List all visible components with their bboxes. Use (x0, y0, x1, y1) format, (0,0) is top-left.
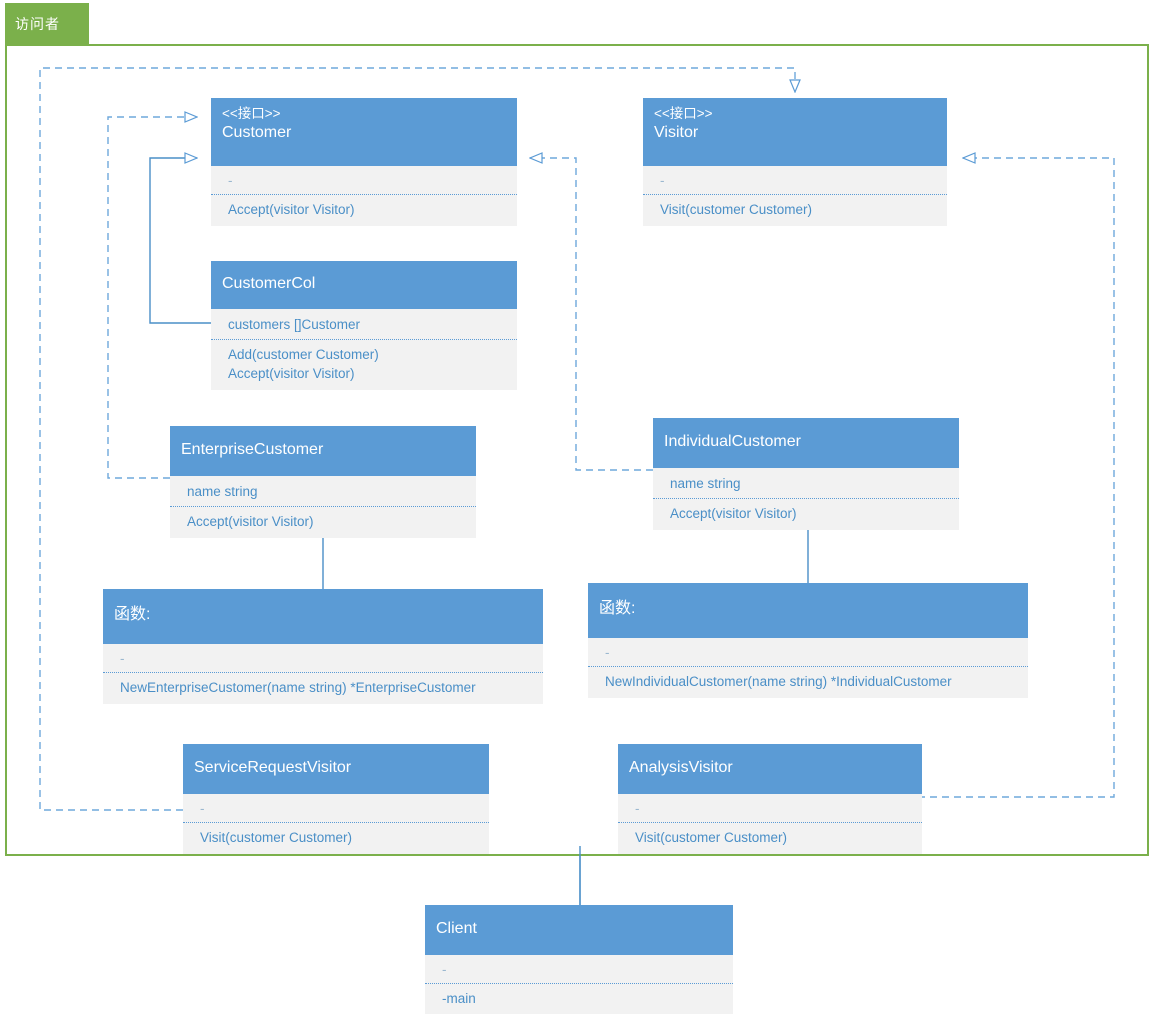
class-box-customer[interactable]: <<接口>> Customer - Accept(visitor Visitor… (211, 98, 517, 226)
class-header-customer: <<接口>> Customer (211, 98, 517, 166)
class-box-visitor[interactable]: <<接口>> Visitor - Visit(customer Customer… (643, 98, 947, 226)
operation-compartment: Visit(customer Customer) (618, 823, 922, 854)
attribute-row: customers []Customer (228, 317, 361, 332)
operation-row: Visit(customer Customer) (635, 830, 788, 845)
class-name-label: 函数: (114, 606, 151, 623)
attribute-row: - (200, 801, 205, 816)
attribute-row: - (120, 651, 125, 666)
operation-compartment: Visit(customer Customer) (643, 195, 947, 226)
operation-row: Visit(customer Customer) (660, 202, 813, 217)
operation-row: -main (442, 991, 476, 1006)
attribute-row: - (605, 645, 610, 660)
class-name-label: Customer (222, 124, 292, 141)
attribute-row: - (228, 173, 233, 188)
attribute-row: - (635, 801, 640, 816)
operation-compartment: Accept(visitor Visitor) (653, 499, 959, 530)
class-header-visitor: <<接口>> Visitor (643, 98, 947, 166)
operation-row: Accept(visitor Visitor) (228, 366, 355, 381)
class-name-label: 函数: (599, 600, 636, 617)
class-body-individualcustomer: name string Accept(visitor Visitor) (653, 468, 959, 530)
operation-compartment: NewIndividualCustomer(name string) *Indi… (588, 667, 1028, 698)
operation-compartment: NewEnterpriseCustomer(name string) *Ente… (103, 673, 543, 704)
attribute-compartment: - (588, 638, 1028, 667)
operation-row: Accept(visitor Visitor) (670, 506, 797, 521)
attribute-compartment: name string (170, 476, 476, 507)
class-box-client[interactable]: Client - -main (425, 905, 733, 1014)
operation-row: NewIndividualCustomer(name string) *Indi… (605, 674, 952, 689)
class-name-label: AnalysisVisitor (629, 759, 733, 776)
attribute-row: name string (187, 484, 258, 499)
attribute-compartment: - (425, 955, 733, 984)
class-box-funcs-individual[interactable]: 函数: - NewIndividualCustomer(name string)… (588, 583, 1028, 698)
class-body-enterprisecustomer: name string Accept(visitor Visitor) (170, 476, 476, 538)
attribute-compartment: customers []Customer (211, 309, 517, 340)
operation-row: Visit(customer Customer) (200, 830, 353, 845)
class-body-funcs-individual: - NewIndividualCustomer(name string) *In… (588, 638, 1028, 698)
attribute-compartment: - (103, 644, 543, 673)
class-header-client: Client (425, 905, 733, 955)
class-body-funcs-enterprise: - NewEnterpriseCustomer(name string) *En… (103, 644, 543, 704)
class-box-customercol[interactable]: CustomerCol customers []Customer Add(cus… (211, 261, 517, 390)
class-body-client: - -main (425, 955, 733, 1014)
attribute-row: name string (670, 476, 741, 491)
class-body-customercol: customers []Customer Add(customer Custom… (211, 309, 517, 390)
attribute-row: - (442, 962, 447, 977)
class-header-funcs-individual: 函数: (588, 583, 1028, 638)
attribute-compartment: - (183, 794, 489, 823)
class-header-customercol: CustomerCol (211, 261, 517, 309)
class-box-servicerequestvisitor[interactable]: ServiceRequestVisitor - Visit(customer C… (183, 744, 489, 854)
class-header-enterprisecustomer: EnterpriseCustomer (170, 426, 476, 476)
class-name-label: IndividualCustomer (664, 433, 801, 450)
class-name-label: CustomerCol (222, 275, 316, 292)
operation-compartment: Add(customer Customer) Accept(visitor Vi… (211, 340, 517, 390)
class-body-customer: - Accept(visitor Visitor) (211, 166, 517, 226)
class-body-analysisvisitor: - Visit(customer Customer) (618, 794, 922, 854)
attribute-compartment: name string (653, 468, 959, 499)
class-header-analysisvisitor: AnalysisVisitor (618, 744, 922, 794)
class-box-analysisvisitor[interactable]: AnalysisVisitor - Visit(customer Custome… (618, 744, 922, 854)
package-title-tab: 访问者 (5, 3, 89, 45)
class-body-visitor: - Visit(customer Customer) (643, 166, 947, 226)
class-box-funcs-enterprise[interactable]: 函数: - NewEnterpriseCustomer(name string)… (103, 589, 543, 704)
stereotype-label: <<接口>> (654, 106, 713, 121)
class-body-servicerequestvisitor: - Visit(customer Customer) (183, 794, 489, 854)
attribute-compartment: - (211, 166, 517, 195)
class-name-label: Client (436, 920, 477, 937)
operation-row: NewEnterpriseCustomer(name string) *Ente… (120, 680, 476, 695)
class-name-label: ServiceRequestVisitor (194, 759, 352, 776)
package-frame (5, 44, 1149, 856)
attribute-row: - (660, 173, 665, 188)
stereotype-label: <<接口>> (222, 106, 281, 121)
operation-compartment: Accept(visitor Visitor) (211, 195, 517, 226)
operation-compartment: Accept(visitor Visitor) (170, 507, 476, 538)
class-header-funcs-enterprise: 函数: (103, 589, 543, 644)
operation-row: Add(customer Customer) (228, 347, 379, 362)
operation-compartment: -main (425, 984, 733, 1014)
operation-row: Accept(visitor Visitor) (228, 202, 355, 217)
operation-compartment: Visit(customer Customer) (183, 823, 489, 854)
class-box-individualcustomer[interactable]: IndividualCustomer name string Accept(vi… (653, 418, 959, 530)
attribute-compartment: - (643, 166, 947, 195)
class-name-label: EnterpriseCustomer (181, 441, 324, 458)
class-header-servicerequestvisitor: ServiceRequestVisitor (183, 744, 489, 794)
class-header-individualcustomer: IndividualCustomer (653, 418, 959, 468)
class-name-label: Visitor (654, 124, 699, 141)
operation-row: Accept(visitor Visitor) (187, 514, 314, 529)
attribute-compartment: - (618, 794, 922, 823)
class-box-enterprisecustomer[interactable]: EnterpriseCustomer name string Accept(vi… (170, 426, 476, 538)
